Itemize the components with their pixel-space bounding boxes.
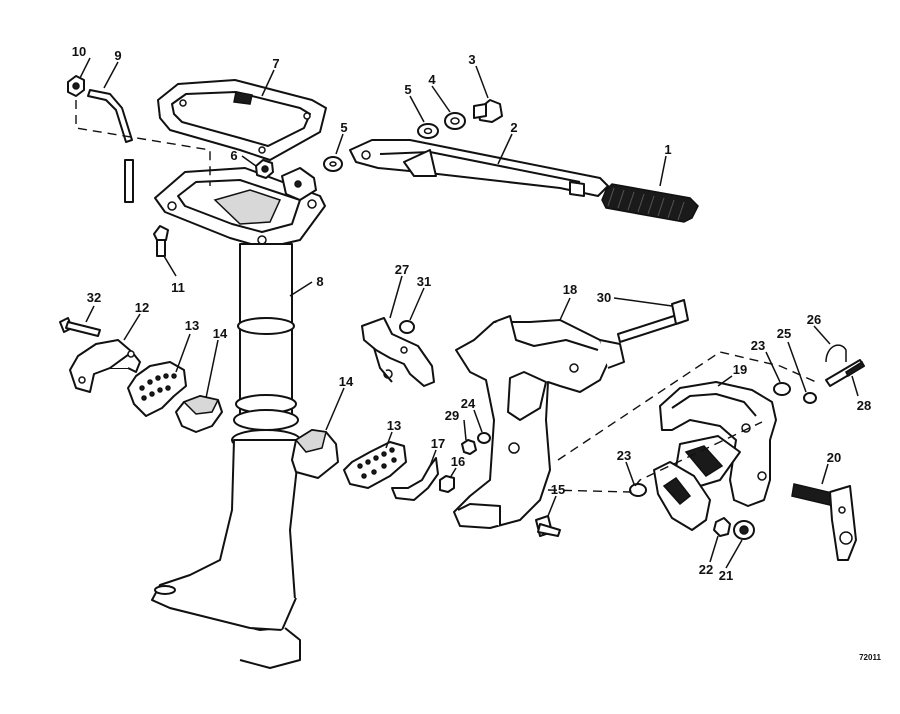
callout-5-upper: 5 [404,82,411,97]
callout-8: 8 [316,274,323,289]
leader-lines [79,57,859,569]
callout-13-right: 13 [387,418,401,433]
part-16-nut [439,475,455,493]
part-6-nut [255,159,274,179]
part-1-grip [601,183,699,223]
assembly-lines [75,100,817,493]
part-19-swivel-bracket [653,381,777,531]
part-30-bolt [617,299,689,343]
part-8-exhaust-housing [151,167,326,669]
callout-1: 1 [664,142,671,157]
part-25-washer [803,392,817,404]
part-27-bracket [361,317,435,387]
part-7-gasket [157,79,327,161]
callout-13-left: 13 [185,318,199,333]
diagram-code: 72011 [859,653,881,662]
part-23-washer-lower [629,483,647,497]
part-11-bolt [153,225,169,257]
part-18-stern-bracket [453,315,625,529]
part-2-tiller-arm [349,139,609,197]
part-14-bushing-right [291,429,339,479]
callout-4: 4 [428,72,436,87]
part-13-bushing-left [127,361,187,417]
part-21-washer [733,520,755,540]
callout-29: 29 [445,408,459,423]
callout-16: 16 [451,454,465,469]
callout-28: 28 [857,398,871,413]
callout-2: 2 [510,120,517,135]
part-24-washer [477,432,491,444]
callout-25: 25 [777,326,791,341]
callout-18: 18 [563,282,577,297]
callout-7: 7 [272,56,279,71]
callout-23-lower: 23 [617,448,631,463]
part-17-bushing [391,457,439,501]
callout-22: 22 [699,562,713,577]
part-29-nut [461,439,477,455]
part-23-washer-upper [773,382,791,396]
part-15-screw [535,515,561,537]
part-5-washer-right [417,123,439,139]
callout-17: 17 [431,436,445,451]
part-4-washer [444,112,466,130]
callout-14-left: 14 [213,326,228,341]
callout-26: 26 [807,312,821,327]
part-20-thumb-screw [791,483,857,561]
callout-3: 3 [468,52,475,67]
callout-21: 21 [719,568,733,583]
callout-30: 30 [597,290,611,305]
shift-bracket [281,167,317,201]
callout-24: 24 [461,396,476,411]
callout-19: 19 [733,362,747,377]
part-5-washer-left [323,156,343,172]
callout-14-right: 14 [339,374,354,389]
callout-27: 27 [395,262,409,277]
part-26-clip [825,344,847,363]
callout-10: 10 [72,44,86,59]
callout-23-upper: 23 [751,338,765,353]
callout-6: 6 [230,148,237,163]
callout-20: 20 [827,450,841,465]
part-22-screw [713,517,731,537]
part-32-bolt [59,317,101,337]
callout-32: 32 [87,290,101,305]
callout-11: 11 [171,280,185,295]
part-3-bolt [473,99,503,123]
part-12-clamp [69,339,141,393]
part-14-bushing-left [175,395,223,433]
part-28-pin [825,359,865,387]
callout-9: 9 [114,48,121,63]
callout-15: 15 [551,482,565,497]
callout-5-lower: 5 [340,120,347,135]
part-31-washer [399,320,415,334]
part-10-nut [67,75,85,97]
callout-31: 31 [417,274,431,289]
callout-labels: 10 9 7 3 4 5 2 5 6 1 8 11 32 12 13 14 14… [72,44,871,583]
part-9-rod [87,89,134,203]
part-13-bushing-right [343,441,407,489]
callout-12: 12 [135,300,149,315]
